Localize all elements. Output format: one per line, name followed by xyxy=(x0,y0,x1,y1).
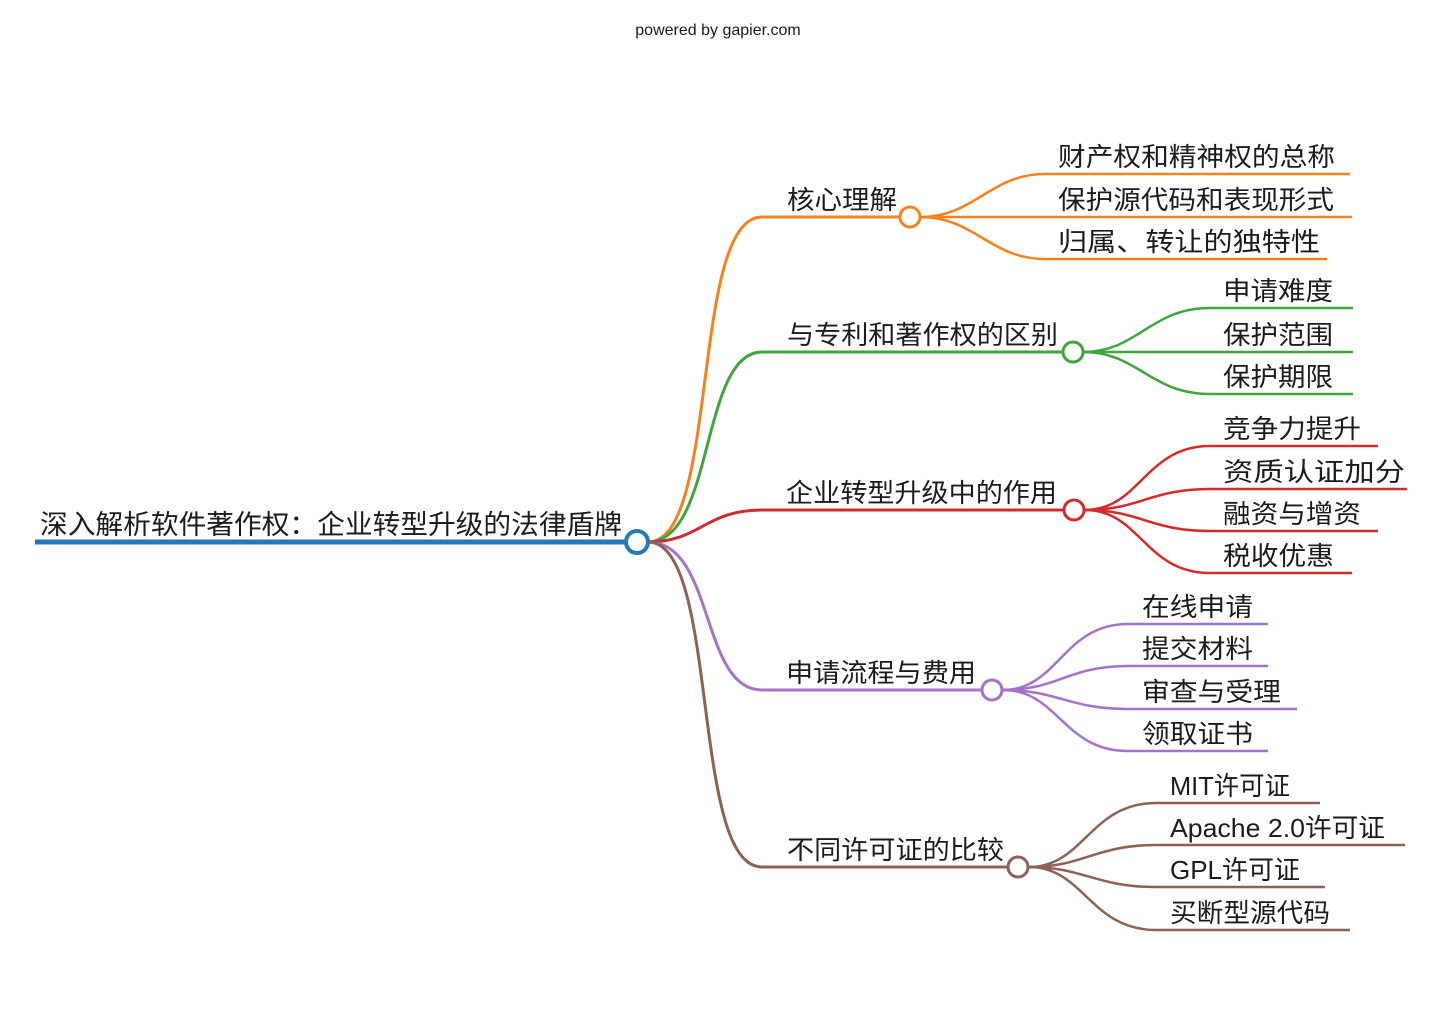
branch-role-in-enterprise-transformation: 企业转型升级中的作用 竞争力提升 资质认证加分 融资与增资 税收优惠 xyxy=(646,414,1407,575)
branch-application-process-and-fees: 申请流程与费用 在线申请 提交材料 审查与受理 领取证书 xyxy=(646,540,1297,753)
child-node: 融资与增资 xyxy=(1083,499,1378,533)
child-node: 保护期限 xyxy=(1081,350,1353,396)
child-node: 提交材料 xyxy=(1001,634,1268,692)
child-label[interactable]: 审查与受理 xyxy=(1142,677,1281,707)
child-curve xyxy=(1001,688,1130,753)
child-curve xyxy=(1081,306,1212,354)
child-curve xyxy=(1001,664,1130,692)
child-node: 归属、转让的独特性 xyxy=(918,215,1327,261)
child-curve xyxy=(1001,688,1130,711)
root-node-circle[interactable] xyxy=(624,529,650,555)
child-label[interactable]: 保护范围 xyxy=(1223,320,1333,350)
node-circle[interactable] xyxy=(1006,855,1030,879)
branch-curve xyxy=(646,540,764,869)
child-curve xyxy=(1027,865,1158,889)
child-label[interactable]: 财产权和精神权的总称 xyxy=(1058,142,1335,172)
child-node: 审查与受理 xyxy=(1001,677,1297,711)
child-node: 买断型源代码 xyxy=(1027,865,1350,932)
child-curve xyxy=(1081,350,1212,396)
child-label[interactable]: Apache 2.0许可证 xyxy=(1170,813,1385,843)
root-label[interactable]: 深入解析软件著作权：企业转型升级的法律盾牌 xyxy=(40,510,622,540)
watermark: powered by gapier.com xyxy=(635,22,800,39)
child-curve xyxy=(1027,801,1158,869)
child-label[interactable]: 归属、转让的独特性 xyxy=(1058,227,1320,257)
child-node: 税收优惠 xyxy=(1083,508,1352,575)
child-node: MIT许可证 xyxy=(1027,771,1320,869)
branch-label[interactable]: 核心理解 xyxy=(787,185,897,215)
node-circle[interactable] xyxy=(898,205,922,229)
child-curve xyxy=(1027,865,1158,932)
child-node: GPL许可证 xyxy=(1027,855,1325,889)
branch-license-comparison: 不同许可证的比较 MIT许可证 Apache 2.0许可证 GPL许可证 买断型… xyxy=(646,540,1405,932)
child-curve xyxy=(1083,508,1212,533)
child-curve xyxy=(1001,622,1130,692)
child-label[interactable]: 申请难度 xyxy=(1223,276,1333,306)
child-label[interactable]: 领取证书 xyxy=(1142,719,1253,749)
child-label[interactable]: 资质认证加分 xyxy=(1223,457,1405,487)
child-node: Apache 2.0许可证 xyxy=(1027,813,1405,869)
branch-curve xyxy=(646,508,764,544)
branch-label[interactable]: 企业转型升级中的作用 xyxy=(786,478,1057,508)
node-circle[interactable] xyxy=(1061,340,1085,364)
branch-label[interactable]: 与专利和著作权的区别 xyxy=(787,320,1058,350)
branch-curve xyxy=(646,215,764,544)
child-node: 保护源代码和表现形式 xyxy=(920,185,1352,219)
child-node: 申请难度 xyxy=(1081,276,1353,354)
child-label[interactable]: 竞争力提升 xyxy=(1223,414,1361,444)
child-curve xyxy=(1083,444,1212,512)
branch-core-understanding: 核心理解 财产权和精神权的总称 保护源代码和表现形式 归属、转让的独特性 xyxy=(646,142,1352,544)
child-node: 资质认证加分 xyxy=(1083,457,1407,512)
child-label[interactable]: GPL许可证 xyxy=(1170,855,1300,885)
child-label[interactable]: 买断型源代码 xyxy=(1170,898,1330,928)
root-node: 深入解析软件著作权：企业转型升级的法律盾牌 xyxy=(35,510,650,555)
branch-label[interactable]: 不同许可证的比较 xyxy=(787,835,1004,865)
child-curve xyxy=(1027,843,1158,869)
child-label[interactable]: 在线申请 xyxy=(1142,592,1253,622)
node-circle[interactable] xyxy=(1062,498,1086,522)
child-label[interactable]: 税收优惠 xyxy=(1223,541,1334,571)
child-curve xyxy=(1083,508,1212,575)
child-label[interactable]: MIT许可证 xyxy=(1170,771,1290,801)
child-node: 竞争力提升 xyxy=(1083,414,1378,512)
child-curve xyxy=(1083,487,1212,512)
child-node: 保护范围 xyxy=(1083,320,1353,354)
child-curve xyxy=(918,215,1047,261)
child-label[interactable]: 融资与增资 xyxy=(1223,499,1361,529)
branch-curve xyxy=(646,540,764,692)
child-curve xyxy=(918,172,1047,219)
branch-label[interactable]: 申请流程与费用 xyxy=(786,658,976,688)
child-node: 领取证书 xyxy=(1001,688,1268,753)
child-node: 财产权和精神权的总称 xyxy=(918,142,1350,219)
branch-curve xyxy=(646,350,764,544)
child-label[interactable]: 提交材料 xyxy=(1142,634,1253,664)
child-node: 在线申请 xyxy=(1001,592,1268,692)
child-label[interactable]: 保护源代码和表现形式 xyxy=(1058,185,1334,215)
child-label[interactable]: 保护期限 xyxy=(1223,362,1333,392)
branch-difference-from-patent-copyright: 与专利和著作权的区别 申请难度 保护范围 保护期限 xyxy=(646,276,1353,544)
node-circle[interactable] xyxy=(980,678,1004,702)
